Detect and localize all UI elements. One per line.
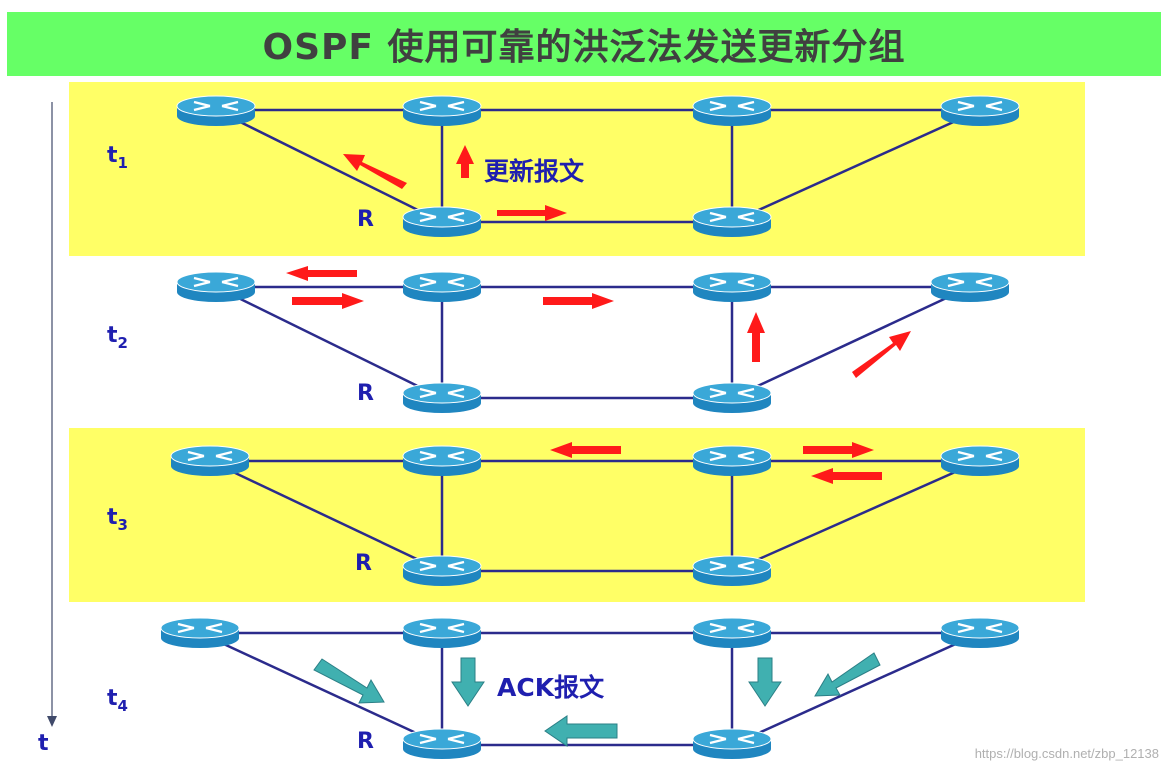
panel-t3: t3 R [107,442,1021,588]
panel-t1: t1 R 更新报文 [107,94,1021,239]
time-axis-arrowhead [47,716,57,727]
update-arrows [550,442,882,484]
panel-t4-links [199,631,981,747]
router-r-label: R [355,551,372,576]
panel-t2: t2 R [107,266,1011,415]
router [175,94,257,128]
router-r-label: R [357,729,374,754]
ack-message-label: ACK报文 [497,673,605,702]
router-r [401,554,483,588]
router-r [401,727,483,761]
router [691,616,773,650]
router [159,616,241,650]
ack-arrows [313,652,881,747]
time-label-t1: t1 [107,143,128,172]
title-bar: OSPF 使用可靠的洪泛法发送更新分组 [7,12,1161,76]
update-arrows [343,145,567,221]
router [401,94,483,128]
page-title: OSPF 使用可靠的洪泛法发送更新分组 [262,27,906,68]
router-r-label: R [357,207,374,232]
router [691,444,773,478]
router [401,270,483,304]
router [929,270,1011,304]
update-arrows [286,266,911,378]
time-axis-label: t [38,731,49,756]
router [175,270,257,304]
router [401,444,483,478]
update-message-label: 更新报文 [484,157,585,186]
router-r [401,381,483,415]
router [691,381,773,415]
router-r [401,205,483,239]
time-label-t4: t4 [107,686,128,715]
router [401,616,483,650]
router-r-label: R [357,381,374,406]
panel-t4: t4 R ACK报文 [107,616,1021,761]
router [691,205,773,239]
time-label-t3: t3 [107,505,128,534]
router [691,94,773,128]
router [939,444,1021,478]
router [691,554,773,588]
router [939,616,1021,650]
time-label-t2: t2 [107,323,128,352]
router [691,270,773,304]
router [939,94,1021,128]
router [169,444,251,478]
watermark: https://blog.csdn.net/zbp_12138 [974,746,1159,761]
router [691,727,773,761]
